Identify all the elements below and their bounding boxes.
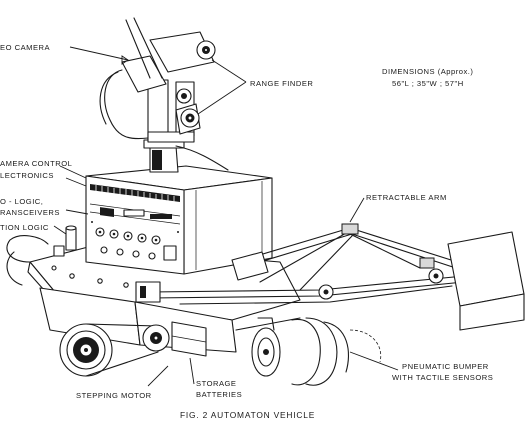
figure-caption: FIG. 2 AUTOMATON VEHICLE: [180, 410, 315, 420]
label-storage-1: STORAGE: [196, 379, 237, 388]
retractable-arm: [135, 223, 525, 331]
caster-wheel: [251, 317, 281, 377]
action-logic-post: [53, 225, 77, 257]
label-action-logic: TION LOGIC: [0, 223, 49, 232]
label-pneumatic-1: PNEUMATIC BUMPER: [402, 362, 489, 371]
label-stepping-motor: STEPPING MOTOR: [76, 391, 152, 400]
callout-labels: EO CAMERA RANGE FINDER DIMENSIONS (Appro…: [0, 43, 493, 420]
leader-lines: [53, 46, 399, 387]
camera-mast: [99, 17, 229, 173]
label-logic-1: O - LOGIC,: [0, 197, 43, 206]
label-logic-2: RANSCEIVERS: [0, 208, 60, 217]
stepping-motor-wheel: [59, 323, 170, 377]
label-camera-control-1: AMERA CONTROL: [0, 159, 72, 168]
label-dimensions-values: 56"L ; 35"W ; 57"H: [392, 79, 464, 88]
pneumatic-bumper: [235, 317, 382, 386]
label-storage-2: BATTERIES: [196, 390, 242, 399]
label-range-finder: RANGE FINDER: [250, 79, 313, 88]
label-dimensions-title: DIMENSIONS (Approx.): [382, 67, 473, 76]
electronics-cabinet: [85, 165, 273, 275]
label-retractable-arm: RETRACTABLE ARM: [366, 193, 447, 202]
label-video-camera: EO CAMERA: [0, 43, 51, 52]
label-pneumatic-2: WITH TACTILE SENSORS: [392, 373, 493, 382]
label-camera-control-2: LECTRONICS: [0, 171, 54, 180]
